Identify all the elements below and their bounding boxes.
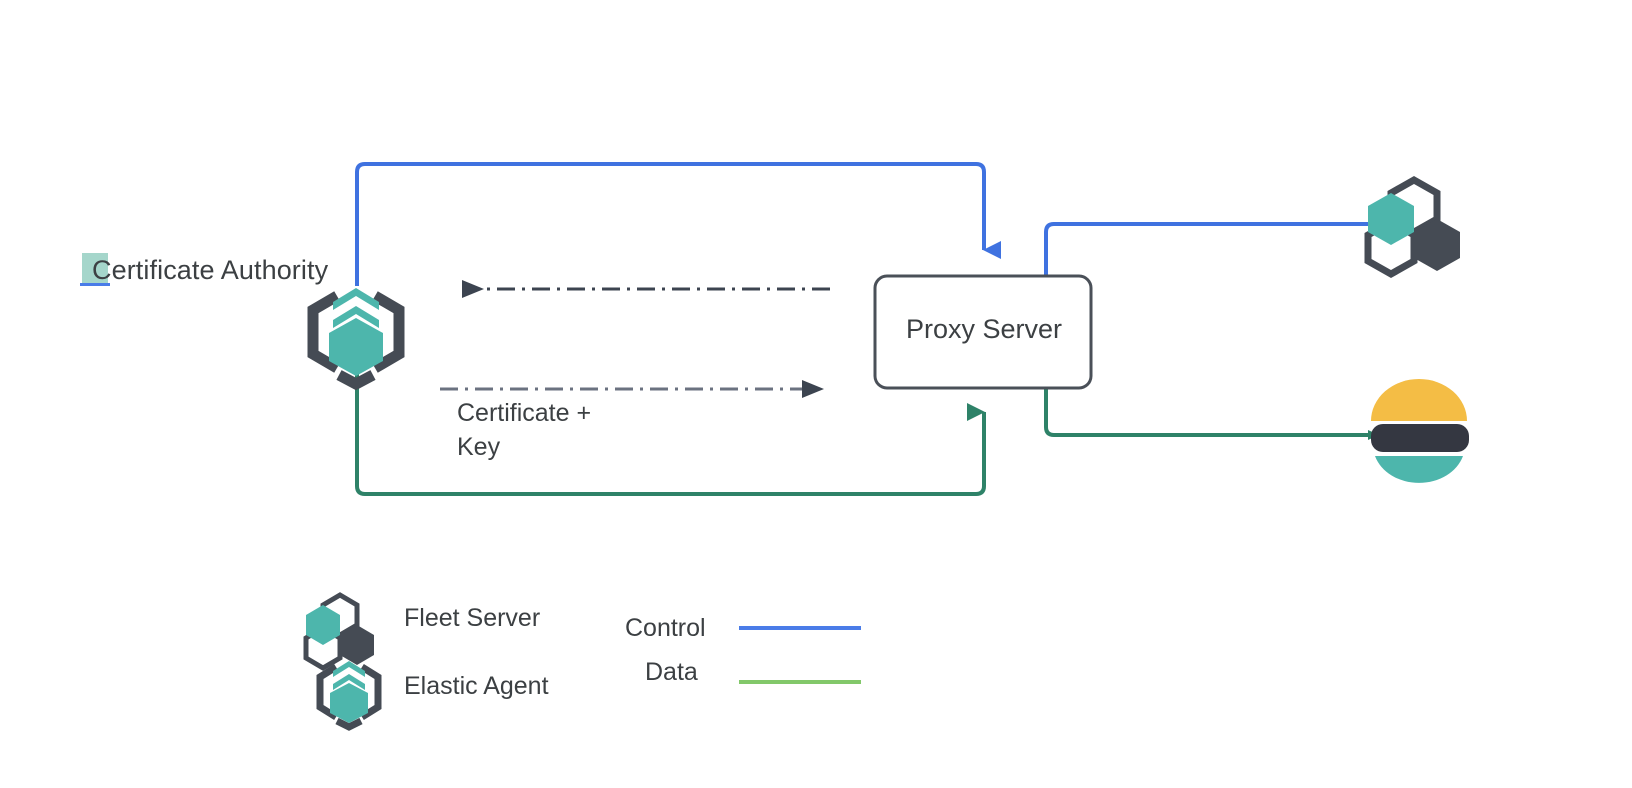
fleet-server-icon	[1364, 175, 1460, 279]
elasticsearch-icon	[1371, 379, 1469, 483]
text-caret-underline	[80, 283, 110, 286]
edge-ca-to-proxy-control	[355, 162, 1001, 286]
legend-fleet-server-icon	[303, 592, 374, 671]
legend-label-elastic-agent: Elastic Agent	[404, 672, 549, 700]
text-selection-highlight	[82, 253, 108, 285]
edge-proxy-to-elasticsearch-data	[1044, 388, 1379, 440]
certificate-key-edge-label: Certificate + Key	[457, 396, 591, 464]
elastic-agent-icon	[307, 288, 405, 391]
legend-label-control: Control	[625, 614, 706, 642]
legend-elastic-agent-icon	[316, 661, 382, 731]
certificate-key-line-2: Key	[457, 433, 501, 461]
legend-label-fleet-server: Fleet Server	[404, 604, 541, 632]
proxy-server-box[interactable]	[873, 274, 1093, 390]
certificate-key-line-1: Certificate +	[457, 399, 592, 427]
edge-ca-to-proxy-data	[355, 374, 986, 496]
legend-label-data: Data	[645, 658, 698, 686]
certificate-authority-label: Certificate Authority	[92, 255, 329, 285]
edge-proxy-to-fleet-control	[1044, 219, 1379, 276]
proxy-server-label: Proxy Server	[905, 314, 1063, 344]
